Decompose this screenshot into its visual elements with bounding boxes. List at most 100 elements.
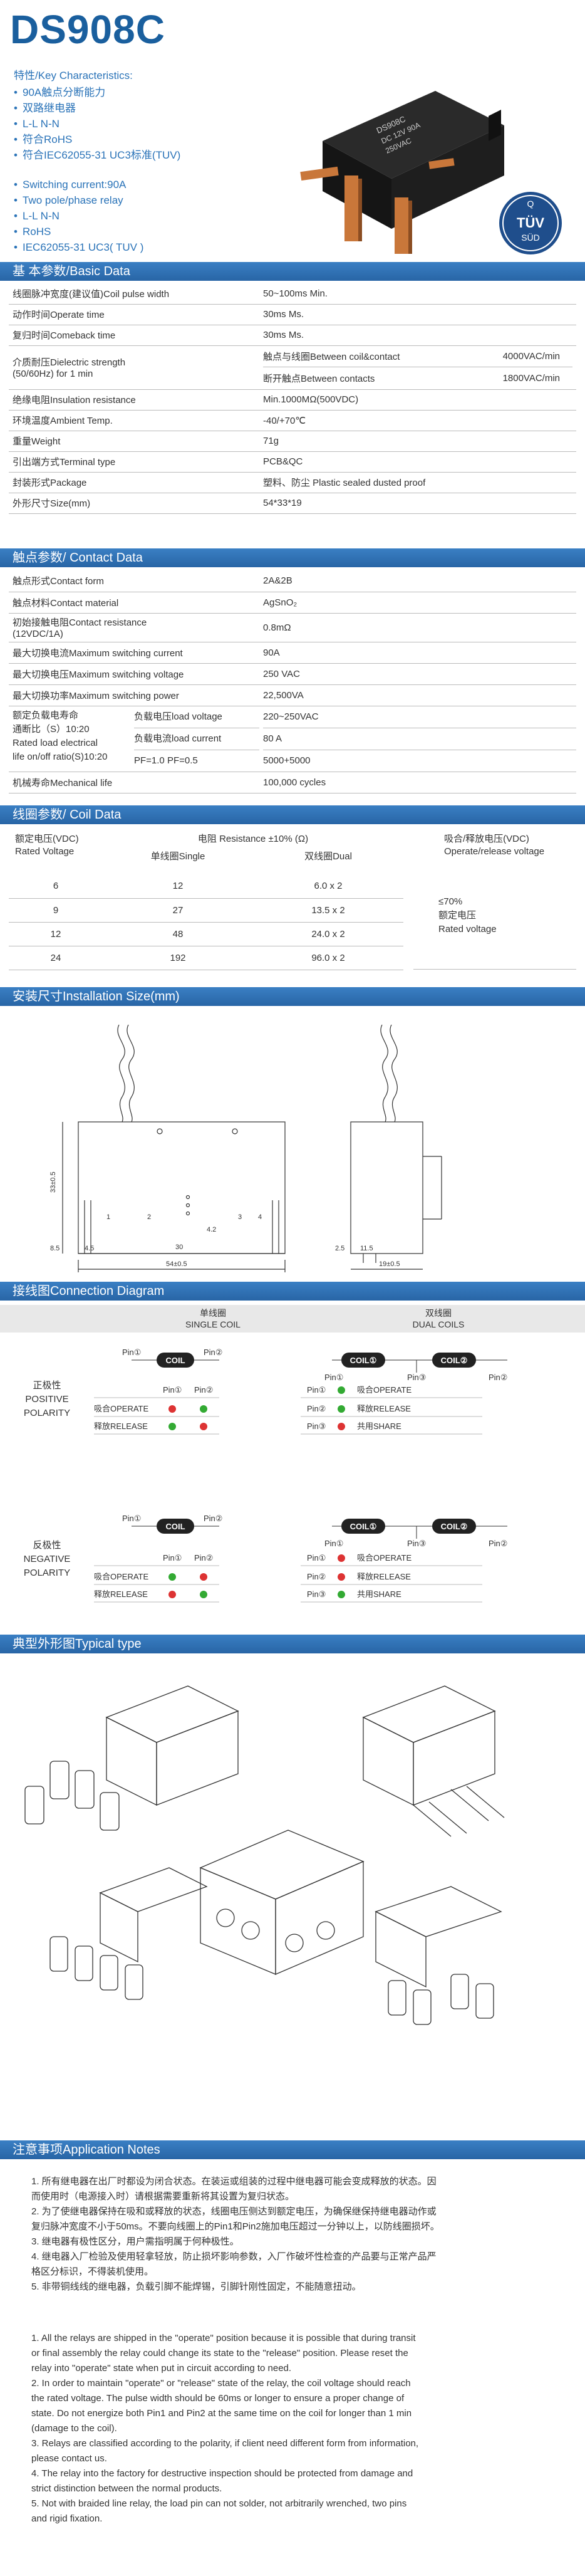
coil-table-header: 额定电压(VDC)Rated Voltage 电阻 Resistance ±10…: [15, 834, 545, 862]
wiring-diagrams: COIL Pin① Pin② COIL① COIL② Pin① Pin③ Pin…: [94, 1348, 507, 1603]
svg-text:Pin③: Pin③: [307, 1422, 326, 1431]
sud-text: SÜD: [521, 232, 540, 243]
svg-text:Pin②: Pin②: [204, 1514, 222, 1523]
svg-text:30: 30: [175, 1243, 183, 1251]
product-title: DS908C: [10, 7, 165, 52]
svg-text:Pin③: Pin③: [407, 1539, 426, 1548]
features-caption: 特性/Key Characteristics:: [14, 70, 133, 81]
feature-en: RoHS: [14, 224, 180, 239]
svg-text:54±0.5: 54±0.5: [166, 1260, 187, 1268]
tuv-certification-badge: Q TÜV SÜD: [499, 192, 562, 254]
svg-text:共用SHARE: 共用SHARE: [357, 1589, 401, 1599]
application-notes-header: 注意事项Application Notes: [0, 2140, 585, 2159]
svg-text:Pin②: Pin②: [307, 1572, 326, 1581]
feature-en: L-L N-N: [14, 208, 180, 224]
svg-text:Pin①: Pin①: [163, 1553, 182, 1563]
svg-text:释放RELEASE: 释放RELEASE: [357, 1404, 411, 1413]
installation-drawing: 1 2 3 4 54±0.5 4.5 30 4.2 33±0.5 8.5 19±…: [49, 1024, 442, 1272]
typical-type-header: 典型外形图Typical type: [0, 1635, 585, 1653]
svg-text:Pin③: Pin③: [307, 1589, 326, 1599]
svg-text:COIL②: COIL②: [441, 1522, 468, 1531]
svg-text:Pin①: Pin①: [122, 1348, 141, 1357]
table-row: 介质耐压Dielectric strength(50/60Hz) for 1 m…: [9, 345, 576, 390]
svg-text:Pin①: Pin①: [307, 1553, 326, 1563]
feature-en: Two pole/phase relay: [14, 192, 180, 208]
svg-text:释放RELEASE: 释放RELEASE: [94, 1422, 148, 1431]
table-row: 环境温度Ambient Temp.-40/+70℃: [9, 410, 576, 431]
svg-text:COIL②: COIL②: [441, 1356, 468, 1365]
svg-text:COIL①: COIL①: [350, 1522, 377, 1531]
svg-text:4.2: 4.2: [207, 1226, 216, 1233]
feature-cn: L-L N-N: [14, 116, 180, 132]
svg-text:Pin②: Pin②: [307, 1404, 326, 1413]
svg-text:3: 3: [238, 1213, 242, 1221]
contact-data-header: 触点参数/ Contact Data: [0, 548, 585, 567]
feature-cn: 符合RoHS: [14, 132, 180, 147]
svg-text:Pin②: Pin②: [194, 1385, 213, 1395]
svg-text:Pin②: Pin②: [194, 1553, 213, 1563]
svg-text:Pin②: Pin②: [489, 1373, 507, 1382]
feature-cn: 90A触点分断能力: [14, 85, 180, 100]
svg-text:Pin①: Pin①: [122, 1514, 141, 1523]
svg-text:33±0.5: 33±0.5: [49, 1171, 57, 1193]
svg-text:11.5: 11.5: [360, 1245, 373, 1252]
svg-text:吸合OPERATE: 吸合OPERATE: [94, 1404, 148, 1413]
coil-data-header: 线圈参数/ Coil Data: [0, 805, 585, 824]
svg-text:Pin①: Pin①: [324, 1373, 343, 1382]
typical-type-drawings: [24, 1685, 505, 2025]
application-notes-en: 1. All the relays are shipped in the "op…: [31, 2333, 419, 2524]
svg-text:释放RELEASE: 释放RELEASE: [357, 1572, 411, 1581]
table-row: 外形尺寸Size(mm)54*33*19: [9, 493, 576, 514]
feature-cn: 符合IEC62055-31 UC3标准(TUV): [14, 147, 180, 163]
basic-data-header: 基 本参数/Basic Data: [0, 262, 585, 281]
svg-text:吸合OPERATE: 吸合OPERATE: [357, 1553, 412, 1563]
svg-text:吸合OPERATE: 吸合OPERATE: [94, 1572, 148, 1581]
svg-text:COIL: COIL: [165, 1356, 185, 1365]
svg-text:释放RELEASE: 释放RELEASE: [94, 1589, 148, 1599]
svg-text:Pin①: Pin①: [324, 1539, 343, 1548]
svg-text:Pin①: Pin①: [307, 1385, 326, 1395]
feature-cn: 双路继电器: [14, 100, 180, 116]
svg-text:共用SHARE: 共用SHARE: [357, 1422, 401, 1431]
installation-size-header: 安装尺寸Installation Size(mm): [0, 987, 585, 1006]
svg-text:COIL: COIL: [165, 1522, 185, 1531]
svg-text:Pin③: Pin③: [407, 1373, 426, 1382]
key-characteristics: 特性/Key Characteristics: 90A触点分断能力 双路继电器 …: [14, 68, 180, 255]
relay-product-image: DS908C DC 12V 90A 250VAC: [300, 91, 504, 254]
svg-text:1: 1: [106, 1213, 110, 1221]
svg-text:Pin①: Pin①: [163, 1385, 182, 1395]
svg-text:2: 2: [147, 1213, 151, 1221]
svg-text:2.5: 2.5: [335, 1245, 344, 1252]
tuv-q: Q: [527, 199, 534, 209]
connection-diagram-header: 接线图Connection Diagram: [0, 1282, 585, 1301]
table-row: 初始接触电阻Contact resistance(12VDC/1A)0.8mΩ: [9, 613, 576, 642]
svg-text:Pin②: Pin②: [489, 1539, 507, 1548]
feature-en: IEC62055-31 UC3( TUV ): [14, 239, 180, 255]
svg-text:4.5: 4.5: [85, 1245, 94, 1252]
svg-text:4: 4: [258, 1213, 262, 1221]
application-notes-cn: 1. 所有继电器在出厂时都设为闭合状态。在装运或组装的过程中继电器可能会变成释放…: [31, 2176, 440, 2292]
